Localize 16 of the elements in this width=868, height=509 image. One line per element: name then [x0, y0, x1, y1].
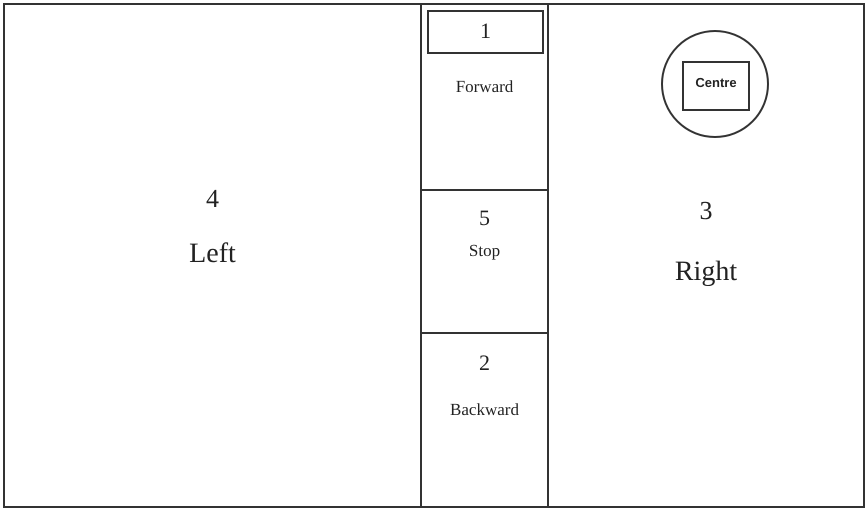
direction-label: Stop [468, 241, 502, 262]
number-label: 4 [205, 183, 220, 214]
number-label: 1 [479, 18, 492, 44]
centre-box [682, 61, 750, 111]
direction-label: Centre [694, 75, 738, 91]
number-label: 5 [478, 205, 491, 232]
direction-label: Backward [449, 400, 520, 420]
number-label: 3 [698, 195, 714, 226]
direction-label: Left [188, 237, 237, 271]
direction-label: Forward [454, 77, 514, 98]
number-box [427, 10, 544, 54]
left-panel [3, 3, 422, 508]
number-label: 2 [478, 350, 491, 376]
circle-outline [661, 30, 769, 138]
right-panel [547, 3, 865, 508]
direction-label: Right [674, 255, 738, 289]
